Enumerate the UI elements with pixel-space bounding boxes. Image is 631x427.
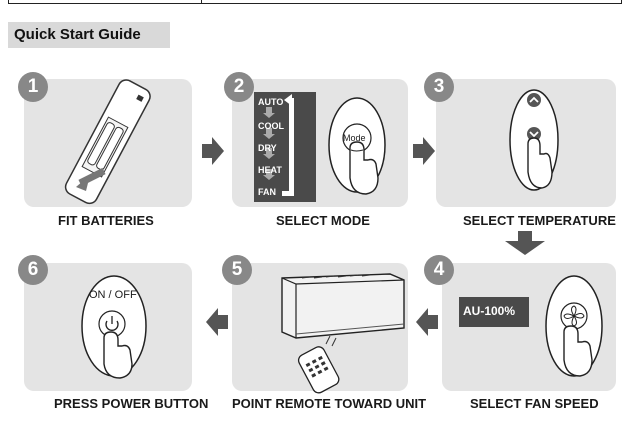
step-3-badge: 3 — [424, 72, 454, 102]
step-2-badge: 2 — [224, 72, 254, 102]
title-bar — [8, 22, 170, 48]
table-divider — [201, 0, 202, 4]
mode-fan-label: FAN — [258, 187, 276, 197]
arrow-right-icon — [413, 137, 435, 165]
remote-batteries-illustration — [64, 79, 151, 205]
mode-heat-label: HEAT — [258, 165, 282, 175]
page-title: Quick Start Guide — [14, 26, 141, 43]
power-icon — [105, 316, 119, 331]
step-5-caption: POINT REMOTE TOWARD UNIT — [232, 396, 427, 411]
arrow-left-icon — [206, 308, 228, 336]
step-4-badge: 4 — [424, 255, 454, 285]
top-table-border — [8, 0, 622, 4]
step-6-caption: PRESS POWER BUTTON — [54, 396, 209, 411]
step-6-badge: 6 — [18, 255, 48, 285]
arrow-down-icon — [505, 231, 545, 255]
arrow-right-icon — [202, 137, 224, 165]
step-4-caption: SELECT FAN SPEED — [470, 396, 599, 411]
mode-auto-label: AUTO — [258, 97, 284, 107]
fan-speed-display — [459, 297, 529, 327]
mode-dry-label: DRY — [258, 143, 277, 153]
arrow-left-icon — [416, 308, 438, 336]
indoor-unit-illustration — [281, 273, 405, 394]
fan-remote-illustration — [545, 275, 603, 377]
power-label: ON / OFF — [89, 289, 137, 301]
mode-list-box — [254, 92, 316, 202]
fan-speed-display-text: AU-100% — [463, 304, 516, 318]
step-5-badge: 5 — [222, 255, 252, 285]
mode-cool-label: COOL — [258, 121, 284, 131]
mode-button-label: Mode — [343, 133, 366, 143]
step-1-badge: 1 — [18, 72, 48, 102]
step-3-caption: SELECT TEMPERATURE — [463, 213, 616, 228]
step-2-caption: SELECT MODE — [276, 213, 370, 228]
step-1-caption: FIT BATTERIES — [58, 213, 154, 228]
power-remote-illustration — [81, 275, 147, 379]
mode-remote-illustration — [328, 97, 386, 195]
temperature-remote-illustration — [509, 89, 559, 191]
